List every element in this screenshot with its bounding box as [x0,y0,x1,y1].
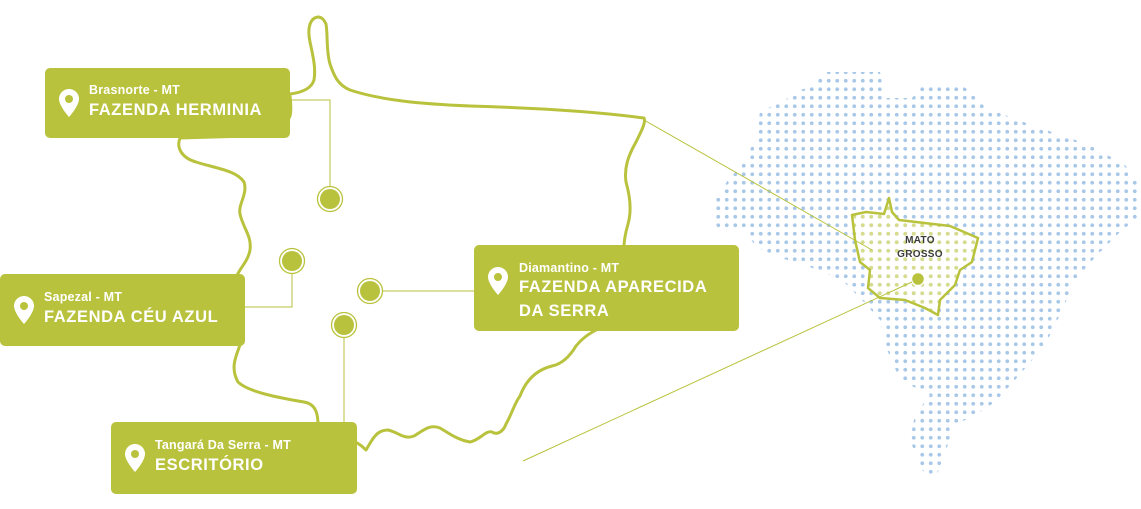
location-dot-escritorio[interactable] [330,311,358,339]
location-city: Brasnorte - MT [89,83,181,97]
map-pin-icon [14,296,34,324]
location-farm-name: ESCRITÓRIO [155,456,264,474]
map-pin-icon [488,267,508,295]
location-dot-herminia[interactable] [316,185,344,213]
location-card-ceu-azul[interactable]: Sapezal - MT FAZENDA CÉU AZUL [0,274,245,346]
inset-state-label: MATO GROSSO [888,234,952,262]
inset-marker [910,271,926,287]
map-pin-icon [125,444,145,472]
location-dot-aparecida[interactable] [356,277,384,305]
location-city: Diamantino - MT [519,261,620,275]
location-card-aparecida[interactable]: Diamantino - MT FAZENDA APARECIDA DA SER… [474,245,739,331]
leader-herminia [290,99,331,198]
state-label-line2: GROSSO [897,249,943,260]
leader-ceu-azul [245,261,293,308]
state-label-line1: MATO [905,235,935,246]
location-farm-name-line2: DA SERRA [519,302,610,320]
location-farm-name: FAZENDA CÉU AZUL [44,308,219,326]
location-city: Sapezal - MT [44,290,123,304]
region-outline [177,15,648,452]
location-card-herminia[interactable]: Brasnorte - MT FAZENDA HERMINIA [45,68,290,138]
zoom-line-bottom [522,281,913,462]
location-farm-name: FAZENDA HERMINIA [89,101,263,119]
location-dot-ceu-azul[interactable] [278,247,306,275]
location-city: Tangará Da Serra - MT [155,438,291,452]
map-pin-icon [59,89,79,117]
location-card-escritorio[interactable]: Tangará Da Serra - MT ESCRITÓRIO [111,422,357,494]
location-farm-name-line1: FAZENDA APARECIDA [519,278,708,296]
inset-mato-grosso [850,196,980,317]
zoom-line-top [643,119,873,251]
